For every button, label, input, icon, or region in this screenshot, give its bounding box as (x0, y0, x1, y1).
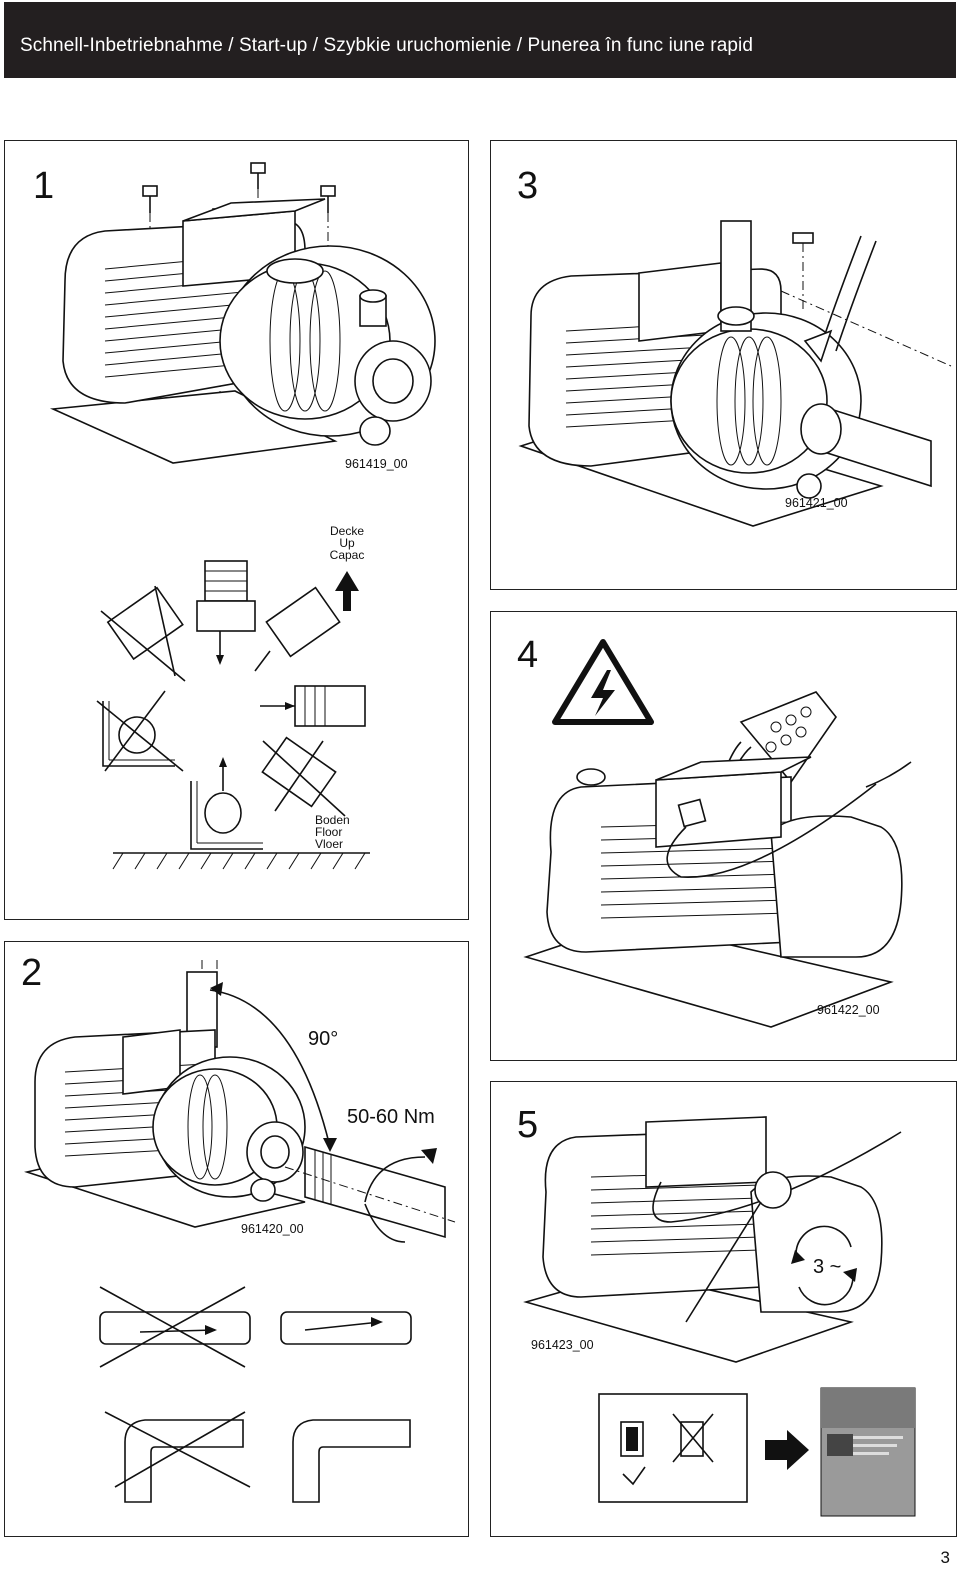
up-arrow-icon (335, 571, 359, 611)
panel-step-1: 1 (4, 140, 469, 920)
figure-code: 961420_00 (241, 1222, 304, 1236)
figure-code: 961421_00 (785, 496, 848, 510)
panel-step-3: 3 961421_00 (490, 140, 957, 590)
electrical-connection-illustration (523, 639, 912, 1028)
check-icon (622, 1466, 646, 1486)
page-number: 3 (940, 1548, 950, 1567)
arrow-right-icon (765, 1430, 809, 1470)
panel-step-5: 5 (490, 1081, 957, 1537)
step-number: 3 (517, 165, 539, 207)
priming-illustration (518, 220, 952, 527)
pipe-correct-wrong-diagrams (99, 1286, 412, 1503)
pipe-connection-illustration (24, 960, 456, 1503)
page-header: Schnell-Inbetriebnahme / Start-up / Szyb… (4, 2, 956, 78)
torque-label: 50-60 Nm (347, 1106, 435, 1128)
panel-step-2: 2 (4, 941, 469, 1537)
figure-code: 961422_00 (817, 1003, 880, 1017)
step-number: 5 (517, 1104, 539, 1146)
warning-electric-icon (552, 639, 654, 725)
manual-thumbnail (820, 1387, 916, 1517)
rotation-check-illustration (523, 1116, 916, 1517)
step-number: 2 (21, 952, 43, 994)
phase-label: 3 ~ (813, 1256, 842, 1278)
panel-step-4: 4 961422_00 (490, 611, 957, 1061)
page-title: Schnell-Inbetriebnahme / Start-up / Szyb… (20, 35, 754, 56)
step-number: 1 (33, 165, 55, 207)
orientation-diagram (96, 560, 370, 870)
figure-code: 961423_00 (531, 1338, 594, 1352)
figure-code: 961419_00 (345, 457, 408, 471)
pump-mounting-illustration (49, 162, 436, 870)
step-number: 4 (517, 634, 539, 676)
rotation-icon (421, 1148, 437, 1164)
rotation-icon (791, 1225, 857, 1306)
angle-label: 90° (308, 1028, 339, 1050)
